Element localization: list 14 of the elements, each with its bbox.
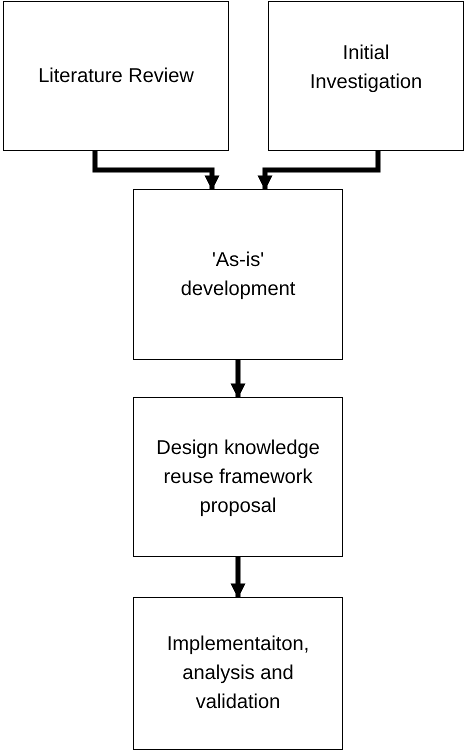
- process-box: [133, 597, 343, 750]
- box-label: Implementaiton, analysis and validation: [166, 632, 310, 715]
- arrow: [92, 151, 220, 190]
- process-box: [133, 397, 343, 557]
- box-label: Literature Review: [38, 64, 194, 88]
- box-label: 'As-is' development: [180, 248, 296, 302]
- arrow: [230, 557, 246, 598]
- process-box: [268, 1, 464, 151]
- arrow: [230, 360, 246, 398]
- process-box: [3, 1, 229, 151]
- box-label: Design knowledge reuse framework proposal: [155, 436, 321, 518]
- box-label: Initial Investigation: [308, 41, 424, 95]
- process-box: [133, 189, 343, 360]
- arrow: [258, 151, 380, 190]
